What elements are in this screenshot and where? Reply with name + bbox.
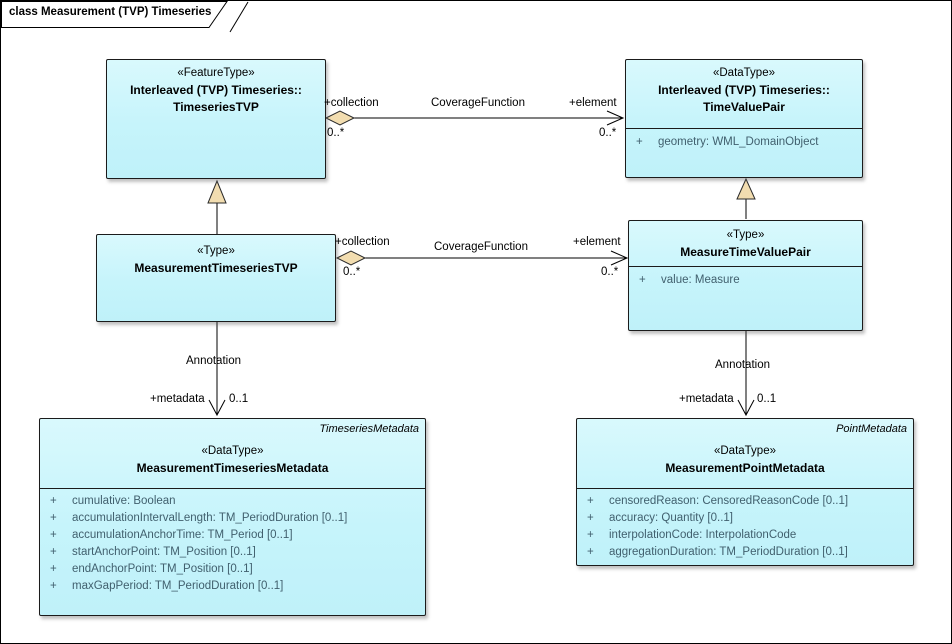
diagram-title: class Measurement (TVP) Timeseries (9, 6, 212, 18)
corner-label: TimeseriesMetadata (319, 423, 419, 435)
compartment-separator (40, 488, 425, 489)
multiplicity-label: 0..* (601, 266, 619, 278)
class-name: MeasurementTimeseriesMetadata (136, 461, 329, 475)
generalization-triangle-left (207, 179, 227, 204)
association-name-label: CoverageFunction (431, 97, 525, 109)
compartment-separator (626, 128, 862, 129)
open-arrowhead-top (606, 110, 625, 126)
title-tab-notch-line (229, 1, 249, 33)
role-label: +element (569, 97, 617, 109)
attribute: + startAnchorPoint: TM_Position [0..1] (40, 544, 425, 561)
stereotype: «DataType» (201, 445, 264, 457)
class-qualifier: Interleaved (TVP) Timeseries:: (130, 83, 302, 97)
attribute-text: aggregationDuration: TM_PeriodDuration [… (609, 546, 848, 558)
stereotype: «Type» (197, 245, 235, 257)
multiplicity-label: 0..* (343, 266, 361, 278)
role-label: +element (573, 236, 621, 248)
compartment-separator (577, 488, 913, 489)
attribute: + geometry: WML_DomainObject (626, 134, 862, 151)
attribute: + maxGapPeriod: TM_PeriodDuration [0..1] (40, 578, 425, 595)
multiplicity-label: 0..* (599, 127, 617, 139)
attribute: + accumulationAnchorTime: TM_Period [0..… (40, 527, 425, 544)
role-label: +metadata (679, 393, 734, 405)
attribute-text: accumulationAnchorTime: TM_Period [0..1] (72, 529, 293, 541)
dependency-name-label: Annotation (186, 355, 241, 367)
aggregation-diamond-middle (335, 250, 367, 266)
generalization-triangle-right (736, 177, 756, 200)
open-arrowhead-middle (610, 250, 629, 266)
multiplicity-label: 0..1 (229, 393, 249, 405)
attribute-text: cumulative: Boolean (72, 495, 176, 507)
class-measurement-timeseries-tvp[interactable]: «Type» MeasurementTimeseriesTVP (96, 234, 336, 322)
class-name: TimeValuePair (703, 100, 785, 114)
attribute-text: maxGapPeriod: TM_PeriodDuration [0..1] (72, 580, 284, 592)
attribute: + cumulative: Boolean (40, 493, 425, 510)
class-name: TimeseriesTVP (173, 100, 259, 114)
compartment-separator (629, 266, 862, 267)
class-name: MeasureTimeValuePair (680, 245, 811, 259)
attribute-text: endAnchorPoint: TM_Position [0..1] (72, 563, 253, 575)
role-label: +collection (324, 97, 379, 109)
attribute: + value: Measure (629, 272, 862, 289)
class-timeseries-tvp[interactable]: «FeatureType» Interleaved (TVP) Timeseri… (106, 59, 326, 179)
attribute: + accumulationIntervalLength: TM_PeriodD… (40, 510, 425, 527)
attribute-text: geometry: WML_DomainObject (658, 136, 819, 148)
attribute-text: startAnchorPoint: TM_Position [0..1] (72, 546, 256, 558)
stereotype: «DataType» (712, 67, 775, 79)
stereotype: «DataType» (713, 445, 776, 457)
attribute: + accuracy: Quantity [0..1] (577, 510, 913, 527)
class-measure-time-value-pair[interactable]: «Type» MeasureTimeValuePair + value: Mea… (628, 220, 863, 331)
attribute: + endAnchorPoint: TM_Position [0..1] (40, 561, 425, 578)
open-arrowhead-annotation-left (208, 399, 226, 417)
aggregation-diamond-top (324, 110, 356, 126)
attribute-text: censoredReason: CensoredReasonCode [0..1… (609, 495, 849, 507)
association-name-label: CoverageFunction (434, 241, 528, 253)
attribute-text: value: Measure (661, 274, 740, 286)
class-qualifier: Interleaved (TVP) Timeseries:: (658, 83, 830, 97)
multiplicity-label: 0..* (327, 127, 345, 139)
class-time-value-pair[interactable]: «DataType» Interleaved (TVP) Timeseries:… (625, 59, 863, 178)
class-measurement-timeseries-metadata[interactable]: TimeseriesMetadata «DataType» Measuremen… (39, 418, 426, 616)
attribute: + aggregationDuration: TM_PeriodDuration… (577, 544, 913, 561)
class-name: MeasurementTimeseriesTVP (134, 261, 298, 275)
attribute-text: accuracy: Quantity [0..1] (609, 512, 734, 524)
dependency-name-label: Annotation (715, 359, 770, 371)
attribute: + interpolationCode: InterpolationCode (577, 527, 913, 544)
attribute-text: interpolationCode: InterpolationCode (609, 529, 797, 541)
attribute: + censoredReason: CensoredReasonCode [0.… (577, 493, 913, 510)
stereotype: «FeatureType» (177, 67, 255, 79)
role-label: +collection (335, 236, 390, 248)
stereotype: «Type» (726, 229, 765, 241)
role-label: +metadata (150, 393, 205, 405)
corner-label: PointMetadata (836, 423, 907, 435)
class-measurement-point-metadata[interactable]: PointMetadata «DataType» MeasurementPoin… (576, 418, 914, 566)
multiplicity-label: 0..1 (757, 393, 777, 405)
class-name: MeasurementPointMetadata (665, 461, 825, 475)
attribute-text: accumulationIntervalLength: TM_PeriodDur… (72, 512, 348, 524)
open-arrowhead-annotation-right (737, 399, 755, 417)
